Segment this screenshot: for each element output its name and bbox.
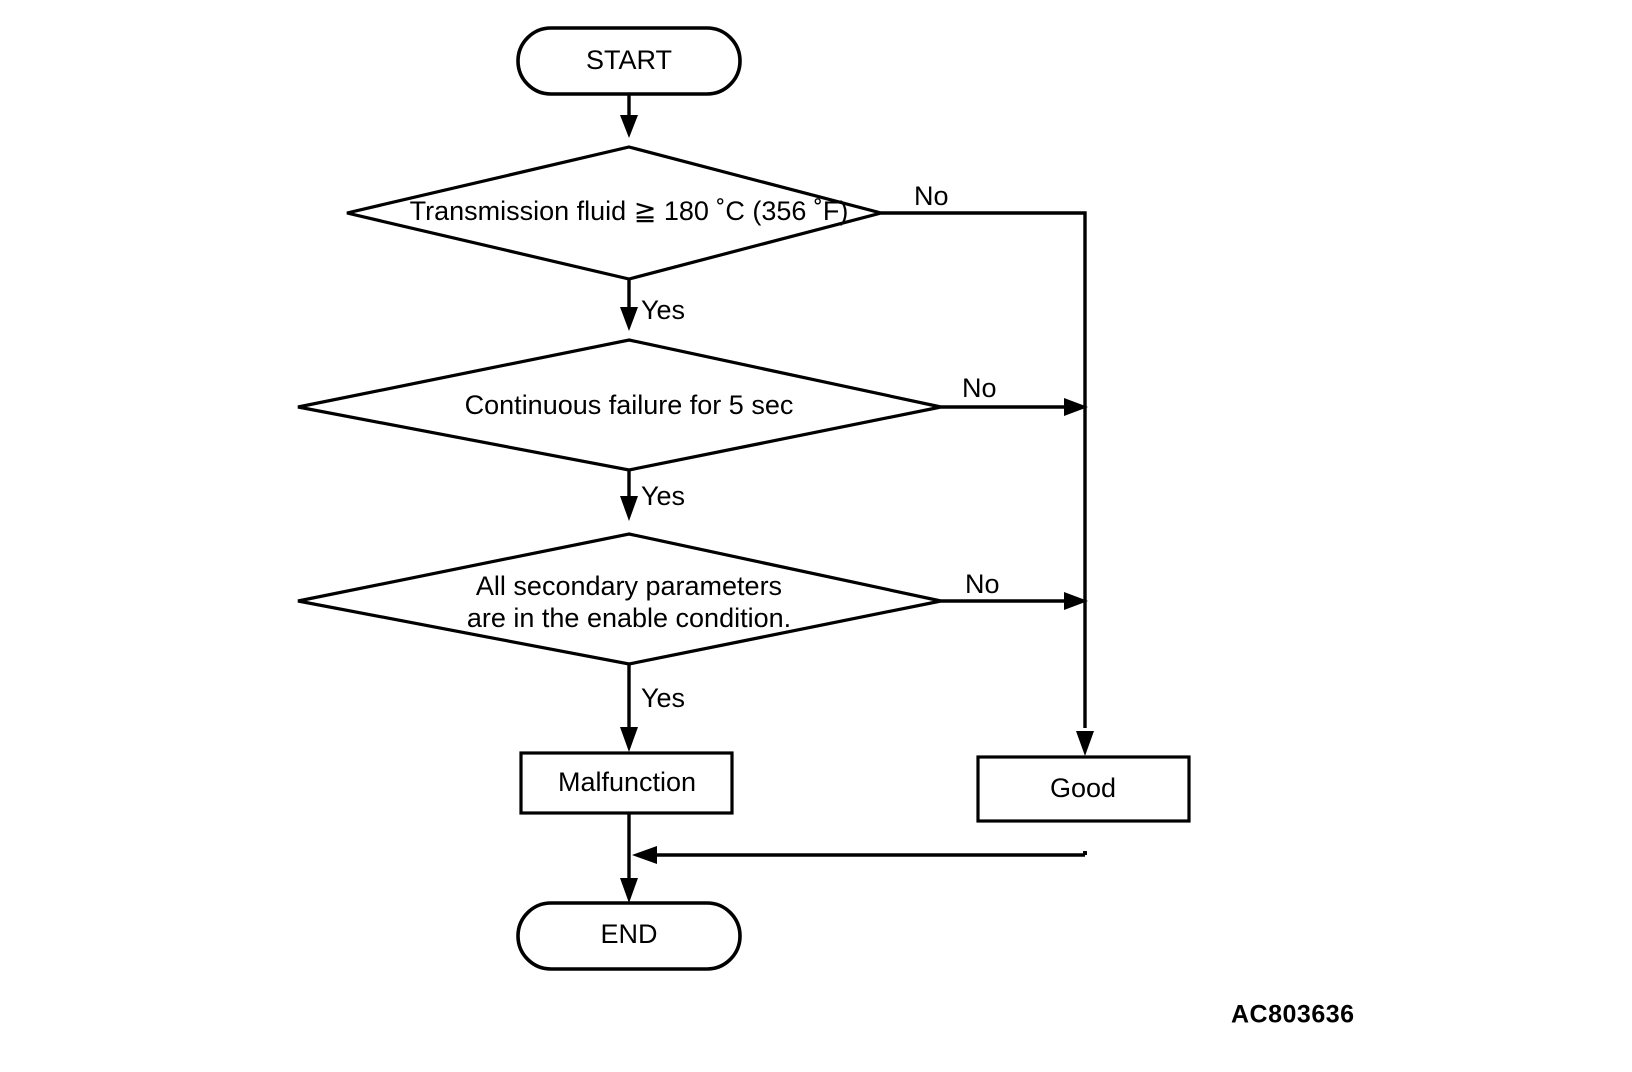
node-start-label: START xyxy=(586,45,672,75)
edge-decision2-no-to-trunk xyxy=(941,398,1088,416)
edge-decision2-yes-to-decision3 xyxy=(620,468,638,521)
node-decision-3-label-line-2: are in the enable condition. xyxy=(467,603,791,633)
branch-label-decision1-no: No xyxy=(914,181,949,211)
figure-id: AC803636 xyxy=(1231,1001,1355,1029)
node-decision-2-label: Continuous failure for 5 sec xyxy=(465,390,794,420)
branch-label-decision3-no: No xyxy=(965,569,1000,599)
node-end[interactable]: END xyxy=(516,901,742,971)
node-decision-1[interactable]: Transmission fluid ≧ 180 ˚C (356 ˚F) xyxy=(346,145,888,281)
node-malfunction-label: Malfunction xyxy=(558,767,696,797)
node-good[interactable]: Good xyxy=(976,755,1191,823)
node-start[interactable]: START xyxy=(516,26,742,96)
node-decision-1-label: Transmission fluid ≧ 180 ˚C (356 ˚F) xyxy=(410,196,849,226)
edge-decision3-no-to-trunk xyxy=(941,592,1088,610)
branch-label-decision2-yes: Yes xyxy=(641,481,685,511)
edge-good-to-end xyxy=(632,846,1087,864)
node-decision-2[interactable]: Continuous failure for 5 sec xyxy=(297,338,942,472)
branch-label-decision1-yes: Yes xyxy=(641,295,685,325)
edge-decision3-yes-to-malfunction xyxy=(620,662,638,752)
node-good-label: Good xyxy=(1050,773,1116,803)
node-decision-3[interactable]: All secondary parameters are in the enab… xyxy=(297,532,942,666)
branch-label-decision3-yes: Yes xyxy=(641,683,685,713)
edge-decision1-no-to-good xyxy=(881,211,1094,756)
edge-malfunction-to-end xyxy=(620,813,638,903)
edge-decision1-yes-to-decision2 xyxy=(620,280,638,331)
node-decision-3-label-line-1: All secondary parameters xyxy=(476,571,782,601)
branch-label-decision2-no: No xyxy=(962,373,997,403)
node-malfunction[interactable]: Malfunction xyxy=(519,751,734,815)
node-end-label: END xyxy=(600,919,657,949)
edge-start-to-decision1 xyxy=(620,94,638,138)
